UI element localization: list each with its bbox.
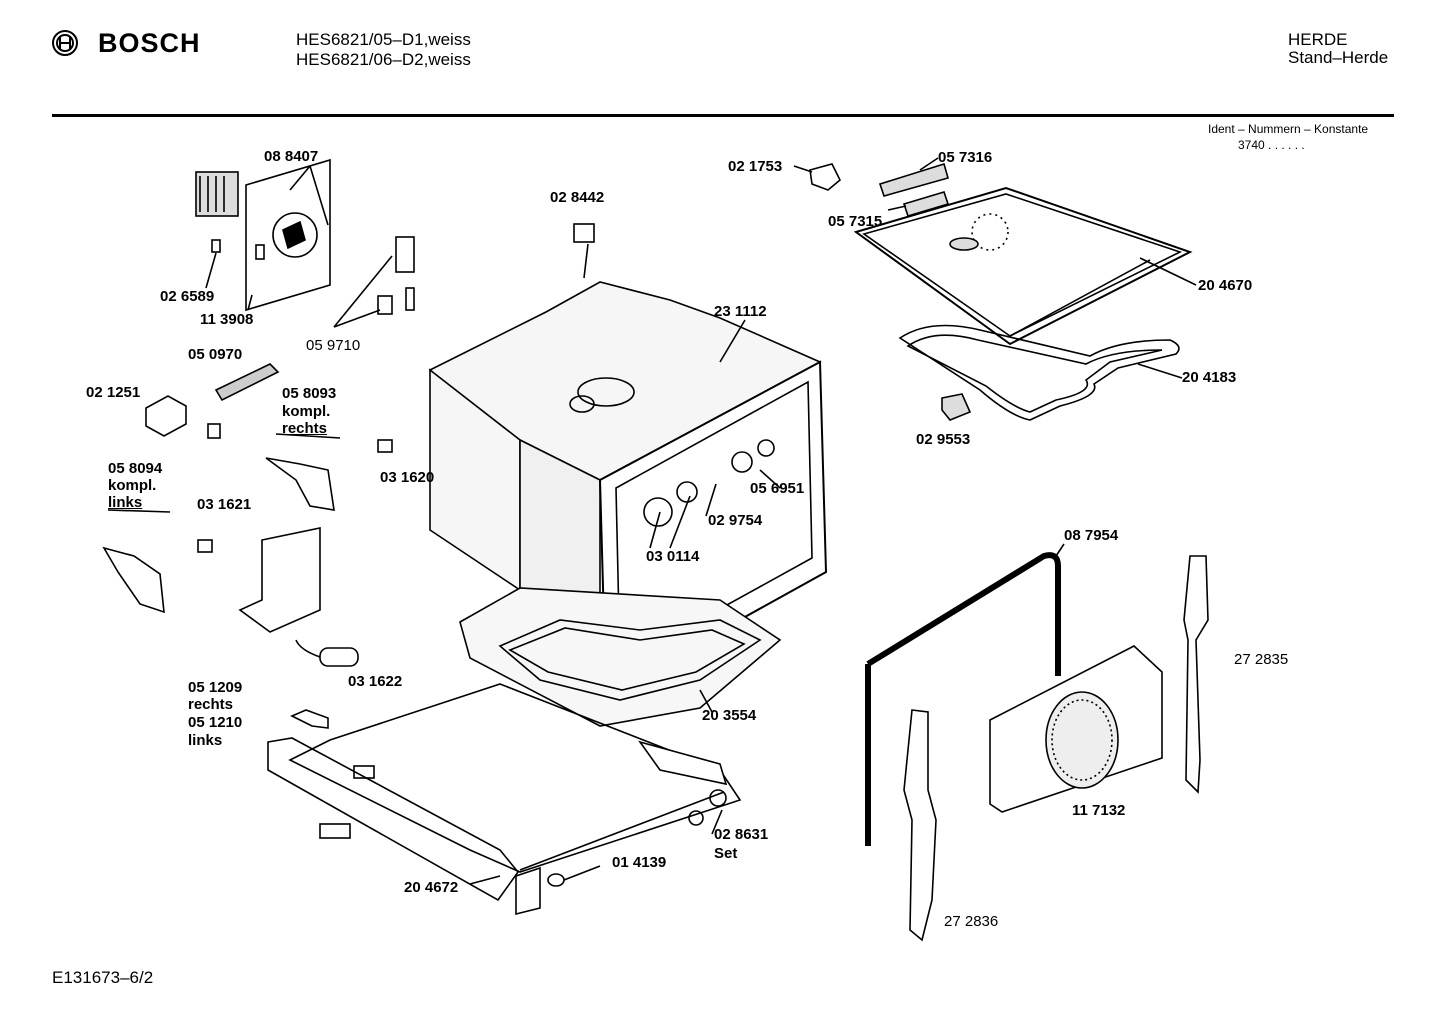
label-058093: 05 8093	[282, 385, 337, 402]
hinge-clip	[290, 709, 329, 729]
label-028631: 02 8631	[714, 826, 769, 843]
bracket-right	[265, 457, 335, 511]
label-057316: 05 7316	[938, 149, 993, 166]
label-028442: 02 8442	[550, 189, 605, 206]
label-272835: 27 2835	[1234, 651, 1289, 668]
bottom-heater	[459, 587, 782, 727]
sensor-028442	[573, 223, 595, 243]
capacitor	[295, 639, 359, 667]
label-059710: 05 9710	[306, 337, 361, 354]
contact-strip	[214, 363, 280, 402]
bracket-021753	[809, 163, 841, 191]
label-rechts-right: rechts	[282, 420, 328, 437]
fan-motor	[195, 158, 331, 312]
label-links-bottom: links	[188, 732, 223, 749]
bracket-left	[102, 546, 165, 614]
terminal-block	[145, 395, 221, 439]
model-line-1: HES6821/05–D1,weiss	[296, 30, 471, 49]
label-231112: 23 1112	[714, 303, 767, 320]
rail-272836	[903, 709, 937, 942]
label-088407: 08 8407	[264, 148, 319, 165]
label-014139: 01 4139	[612, 854, 667, 871]
label-029553: 02 9553	[916, 431, 971, 448]
label-051210: 05 1210	[188, 714, 243, 731]
clip-029553	[941, 393, 972, 421]
label-058094: 05 8094	[108, 460, 163, 477]
fan-cover	[989, 645, 1163, 813]
connector-plug	[377, 236, 415, 315]
label-050970: 05 0970	[188, 346, 243, 363]
label-087954: 08 7954	[1064, 527, 1119, 544]
base-frame	[267, 683, 742, 916]
label-204183: 20 4183	[1182, 369, 1237, 386]
label-021251: 02 1251	[86, 384, 141, 401]
label-117132: 11 7132	[1072, 802, 1126, 819]
label-links-left: links	[108, 494, 143, 511]
subcategory: Stand–Herde	[1288, 48, 1389, 67]
header-rule	[52, 114, 1394, 117]
trim-057316	[878, 162, 949, 197]
model-line-2: HES6821/06–D2,weiss	[296, 50, 471, 69]
switch-plate	[238, 527, 321, 633]
label-rechts-bottom: rechts	[188, 696, 234, 713]
bosch-logo-icon	[52, 30, 78, 56]
label-026589: 02 6589	[160, 288, 215, 305]
label-031622: 03 1622	[348, 673, 403, 690]
label-kompl-right: kompl.	[282, 403, 331, 420]
label-056951: 05 6951	[750, 480, 805, 497]
label-204670: 20 4670	[1198, 277, 1253, 294]
switch-031620	[377, 439, 393, 453]
label-031621: 03 1621	[197, 496, 252, 513]
label-021753: 02 1753	[728, 158, 783, 175]
ident-label: Ident – Nummern – Konstante	[1208, 122, 1369, 136]
rail-272835	[1183, 555, 1209, 794]
door-seal	[866, 552, 1061, 676]
label-057315: 05 7315	[828, 213, 883, 230]
label-set: Set	[714, 845, 738, 862]
label-031620: 03 1620	[380, 469, 435, 486]
footer-code: E131673–6/2	[52, 968, 154, 987]
top-heater	[898, 324, 1180, 421]
label-113908: 11 3908	[200, 311, 254, 328]
label-272836: 27 2836	[944, 913, 999, 930]
trim-057315	[902, 191, 950, 217]
switch-031621	[197, 539, 213, 553]
ident-value: 3740 . . . . . .	[1238, 138, 1305, 152]
category: HERDE	[1288, 30, 1348, 49]
label-203554: 20 3554	[702, 707, 757, 724]
brand-name: BOSCH	[98, 28, 201, 58]
label-kompl-left: kompl.	[108, 477, 157, 494]
label-204672: 20 4672	[404, 879, 459, 896]
hob-plate	[853, 186, 1193, 346]
label-051209: 05 1209	[188, 679, 243, 696]
label-029754: 02 9754	[708, 512, 763, 529]
label-030114: 03 0114	[646, 548, 700, 565]
